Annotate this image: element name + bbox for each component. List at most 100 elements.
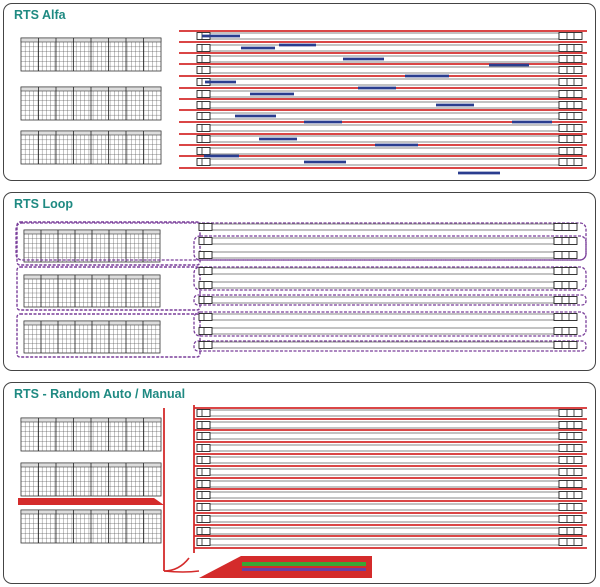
- lane-buffer-icon: [558, 101, 583, 109]
- lane-end-connector-icon: [196, 456, 211, 464]
- rts-alfa-diagram: [20, 30, 587, 175]
- storage-rack-icon: [20, 509, 162, 544]
- lane-track: [209, 444, 560, 452]
- lane-end-connector-icon: [196, 55, 211, 63]
- lane-end-connector-icon: [196, 468, 211, 476]
- panel-title: RTS Alfa: [14, 8, 66, 22]
- lane-track: [211, 313, 555, 321]
- lane-buffer-icon: [558, 432, 583, 440]
- lane-track: [209, 538, 560, 546]
- lane-end-connector-icon: [196, 112, 211, 120]
- lane-track: [209, 515, 560, 523]
- rts-loop-diagram: [15, 221, 587, 358]
- lane-track: [209, 468, 560, 476]
- lane-track: [209, 66, 560, 74]
- lane-track: [209, 32, 560, 40]
- lane-buffer-icon: [558, 491, 583, 499]
- lane-buffer-icon: [553, 327, 578, 335]
- lane-track: [209, 78, 560, 86]
- lane-track: [209, 491, 560, 499]
- lane-end-connector-icon: [196, 421, 211, 429]
- storage-rack-icon: [20, 417, 162, 452]
- lane-track: [209, 503, 560, 511]
- panel-title: RTS Loop: [14, 197, 74, 211]
- staging-area: [199, 556, 372, 578]
- lane-buffer-icon: [553, 237, 578, 245]
- lane-track: [211, 296, 555, 304]
- lane-buffer-icon: [553, 341, 578, 349]
- lane-track: [211, 237, 555, 245]
- storage-rack-icon: [23, 320, 161, 354]
- lane-track: [209, 124, 560, 132]
- lane-buffer-icon: [558, 32, 583, 40]
- lane-end-connector-icon: [198, 313, 213, 321]
- transfer-band: [18, 498, 164, 505]
- lane-end-connector-icon: [198, 327, 213, 335]
- lane-end-connector-icon: [198, 237, 213, 245]
- lane-buffer-icon: [553, 251, 578, 259]
- lane-track: [209, 409, 560, 417]
- rail-curve: [163, 570, 200, 573]
- lane-end-connector-icon: [196, 158, 211, 166]
- lane-track: [211, 341, 555, 349]
- lane-loop-path: [193, 340, 587, 352]
- lane-end-connector-icon: [196, 66, 211, 74]
- lane-buffer-icon: [558, 527, 583, 535]
- lane-track: [209, 101, 560, 109]
- lane-end-connector-icon: [196, 44, 211, 52]
- storage-rack-icon: [20, 130, 162, 165]
- lane-buffer-icon: [558, 147, 583, 155]
- lane-track: [209, 527, 560, 535]
- lane-end-connector-icon: [196, 515, 211, 523]
- lane-end-connector-icon: [198, 251, 213, 259]
- lane-buffer-icon: [558, 112, 583, 120]
- lane-track: [209, 480, 560, 488]
- lane-end-connector-icon: [196, 503, 211, 511]
- lane-end-connector-icon: [198, 267, 213, 275]
- storage-rack-icon: [20, 37, 162, 72]
- lane-end-connector-icon: [198, 223, 213, 231]
- lane-track: [209, 432, 560, 440]
- lane-buffer-icon: [558, 503, 583, 511]
- lane-buffer-icon: [558, 135, 583, 143]
- lane-buffer-icon: [553, 267, 578, 275]
- lane-buffer-icon: [558, 409, 583, 417]
- lane-loop-path: [193, 294, 587, 306]
- panel-title: RTS - Random Auto / Manual: [14, 387, 186, 401]
- lane-track: [211, 281, 555, 289]
- lane-end-connector-icon: [196, 90, 211, 98]
- lane-buffer-icon: [553, 296, 578, 304]
- lane-track: [209, 158, 560, 166]
- lane-track: [209, 421, 560, 429]
- lane-buffer-icon: [558, 158, 583, 166]
- lane-buffer-icon: [558, 90, 583, 98]
- lane-end-connector-icon: [196, 135, 211, 143]
- lane-loop-path: [193, 235, 587, 261]
- storage-rack-icon: [20, 86, 162, 121]
- lane-buffer-icon: [558, 78, 583, 86]
- panel-rts-loop: RTS Loop: [3, 192, 596, 371]
- lane-end-connector-icon: [196, 101, 211, 109]
- lane-end-connector-icon: [198, 341, 213, 349]
- lane-end-connector-icon: [196, 491, 211, 499]
- lane-buffer-icon: [558, 444, 583, 452]
- lane-track: [209, 55, 560, 63]
- lane-loop-path: [193, 266, 587, 291]
- lane-track: [211, 223, 555, 231]
- lane-end-connector-icon: [196, 432, 211, 440]
- lane-track: [211, 327, 555, 335]
- lane-track: [209, 147, 560, 155]
- lane-buffer-icon: [553, 313, 578, 321]
- lane-end-connector-icon: [198, 281, 213, 289]
- lane-buffer-icon: [558, 66, 583, 74]
- storage-rack-icon: [23, 229, 161, 263]
- lane-end-connector-icon: [196, 409, 211, 417]
- panel-rts-random: RTS - Random Auto / Manual: [3, 382, 596, 584]
- lane-buffer-icon: [558, 538, 583, 546]
- lane-buffer-icon: [558, 55, 583, 63]
- lane-end-connector-icon: [198, 296, 213, 304]
- lane-end-connector-icon: [196, 527, 211, 535]
- staging-conveyor-green: [242, 562, 366, 566]
- staging-conveyor-purple: [242, 568, 366, 571]
- lane-buffer-icon: [558, 44, 583, 52]
